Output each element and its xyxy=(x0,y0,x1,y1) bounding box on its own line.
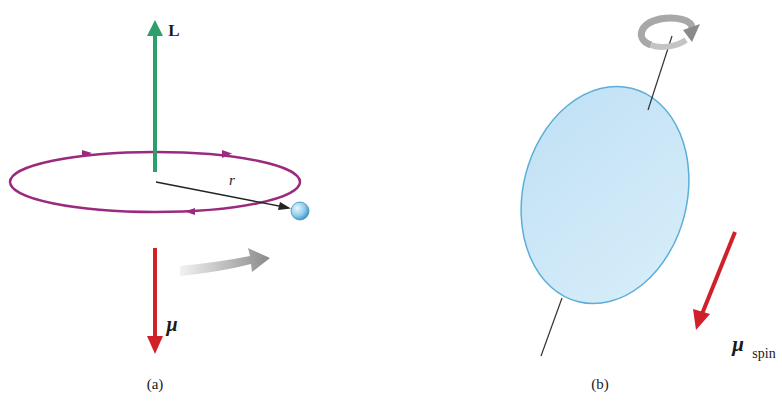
orbit-arrowhead xyxy=(222,150,232,158)
orbit-arrowhead xyxy=(185,208,195,215)
orbit-arrowhead xyxy=(82,150,92,157)
magnetic-moment-arrow xyxy=(153,248,157,338)
radius-line xyxy=(156,182,284,207)
vector-label: L xyxy=(168,22,179,39)
angular-momentum-arrowhead xyxy=(147,20,163,36)
motion-arrow xyxy=(180,248,270,276)
panel-label: (b) xyxy=(591,377,609,392)
spin-moment-arrow xyxy=(702,232,735,314)
angular-momentum-arrow xyxy=(153,34,157,172)
panel-label: (a) xyxy=(147,377,164,392)
spin-moment-arrowhead xyxy=(693,309,710,330)
rotation-arrow xyxy=(651,40,686,47)
magnetic-moment-arrowhead xyxy=(147,336,163,354)
spin-axis xyxy=(541,298,562,356)
vector-subscript: spin xyxy=(752,347,775,361)
rotation-arrowhead xyxy=(683,24,700,42)
vector-label: μ xyxy=(166,314,177,334)
radius-arrowhead xyxy=(278,202,291,210)
spinning-body xyxy=(499,68,711,321)
vector-label: μ xyxy=(732,334,744,355)
radius-label: r xyxy=(229,173,235,188)
electron xyxy=(291,202,309,220)
